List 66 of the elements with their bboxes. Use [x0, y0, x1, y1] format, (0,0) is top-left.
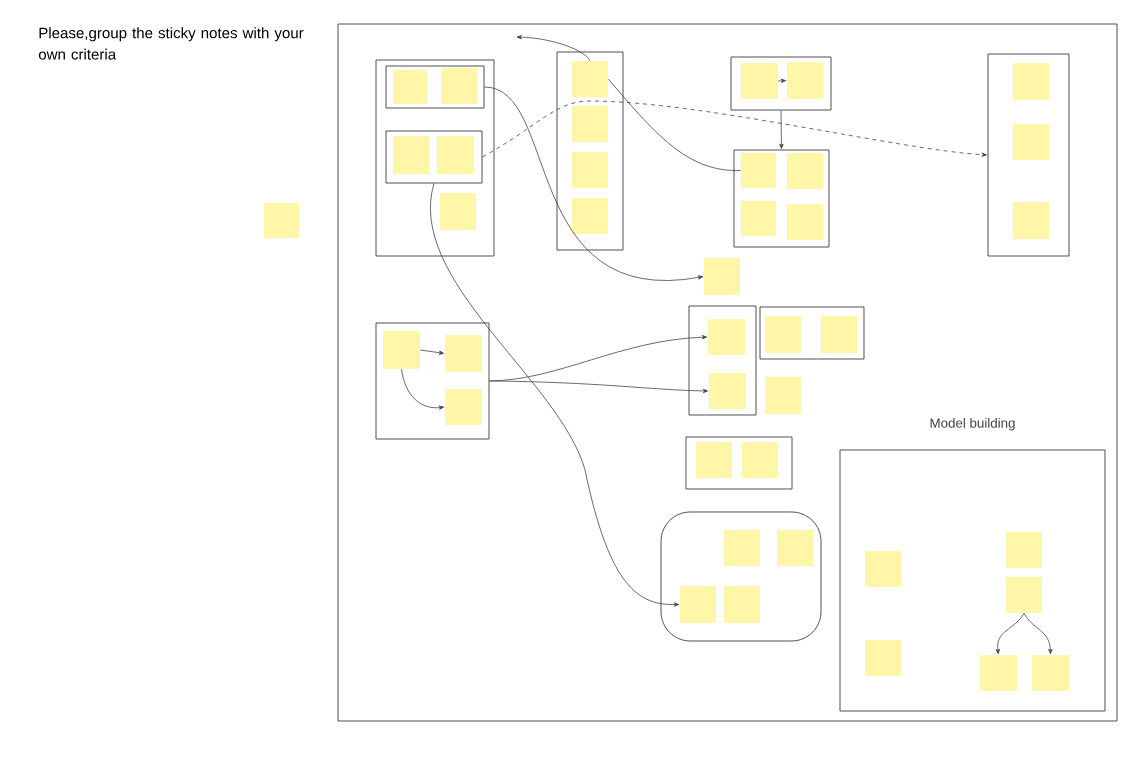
sticky-note — [980, 655, 1017, 691]
sticky-note — [742, 442, 778, 478]
arrow — [995, 612, 1025, 655]
arrow — [419, 349, 445, 355]
arrow — [401, 368, 445, 410]
sticky-note — [787, 62, 823, 99]
sticky-note — [724, 586, 760, 623]
sticky-note — [741, 63, 778, 99]
group-frame — [385, 65, 485, 109]
sticky-note — [765, 316, 801, 353]
arrow — [489, 380, 709, 394]
arrow — [484, 86, 704, 281]
group-frame — [375, 322, 490, 440]
sticky-note — [708, 319, 745, 355]
sticky-note — [680, 586, 716, 623]
arrow — [1023, 612, 1053, 655]
arrow — [779, 110, 784, 149]
sticky-note — [765, 377, 801, 414]
sticky-note — [821, 316, 857, 353]
sticky-note — [724, 530, 760, 566]
sticky-note — [440, 193, 476, 230]
sticky-note — [787, 204, 823, 240]
group-frame — [733, 149, 830, 248]
instruction-text: Please,group the sticky notes with your own criteria — [38, 27, 304, 60]
sticky-note — [741, 153, 776, 188]
sticky-note — [437, 136, 474, 174]
sticky-note — [1006, 532, 1042, 568]
group-frame — [375, 59, 495, 257]
sticky-note — [572, 106, 608, 142]
group-frame — [660, 511, 822, 642]
sticky-note — [1013, 124, 1049, 160]
group-frame — [385, 130, 483, 184]
arrow — [516, 35, 591, 62]
group-frame — [556, 51, 624, 251]
sticky-note — [572, 198, 608, 234]
sticky-note — [709, 373, 746, 409]
sticky-note — [572, 61, 608, 97]
sticky-note — [696, 442, 732, 478]
sticky-note — [1013, 202, 1049, 239]
group-frame — [685, 436, 793, 490]
sticky-note — [1013, 63, 1049, 100]
sticky-note — [1032, 655, 1069, 691]
sticky-note — [264, 203, 299, 238]
sticky-note — [777, 530, 813, 566]
sticky-note — [704, 258, 740, 295]
group-frame — [688, 305, 757, 416]
sticky-note — [393, 70, 427, 104]
sticky-note — [445, 335, 482, 372]
sticky-note — [383, 331, 420, 369]
sticky-note — [1006, 577, 1042, 613]
sticky-note — [441, 68, 477, 104]
sticky-note — [572, 152, 608, 188]
sticky-note — [865, 551, 901, 587]
group-frame — [759, 306, 865, 360]
connector-line — [607, 78, 742, 171]
sticky-note — [741, 201, 776, 236]
group-frame — [730, 56, 832, 111]
board-frame — [337, 23, 1118, 722]
sticky-note — [787, 153, 823, 189]
sticky-note — [393, 136, 429, 174]
section-heading: Model building — [930, 417, 1015, 431]
arrow — [777, 78, 787, 83]
group-frame — [987, 53, 1070, 257]
arrow — [430, 183, 680, 607]
sticky-note — [865, 640, 901, 676]
sticky-note — [445, 389, 482, 425]
